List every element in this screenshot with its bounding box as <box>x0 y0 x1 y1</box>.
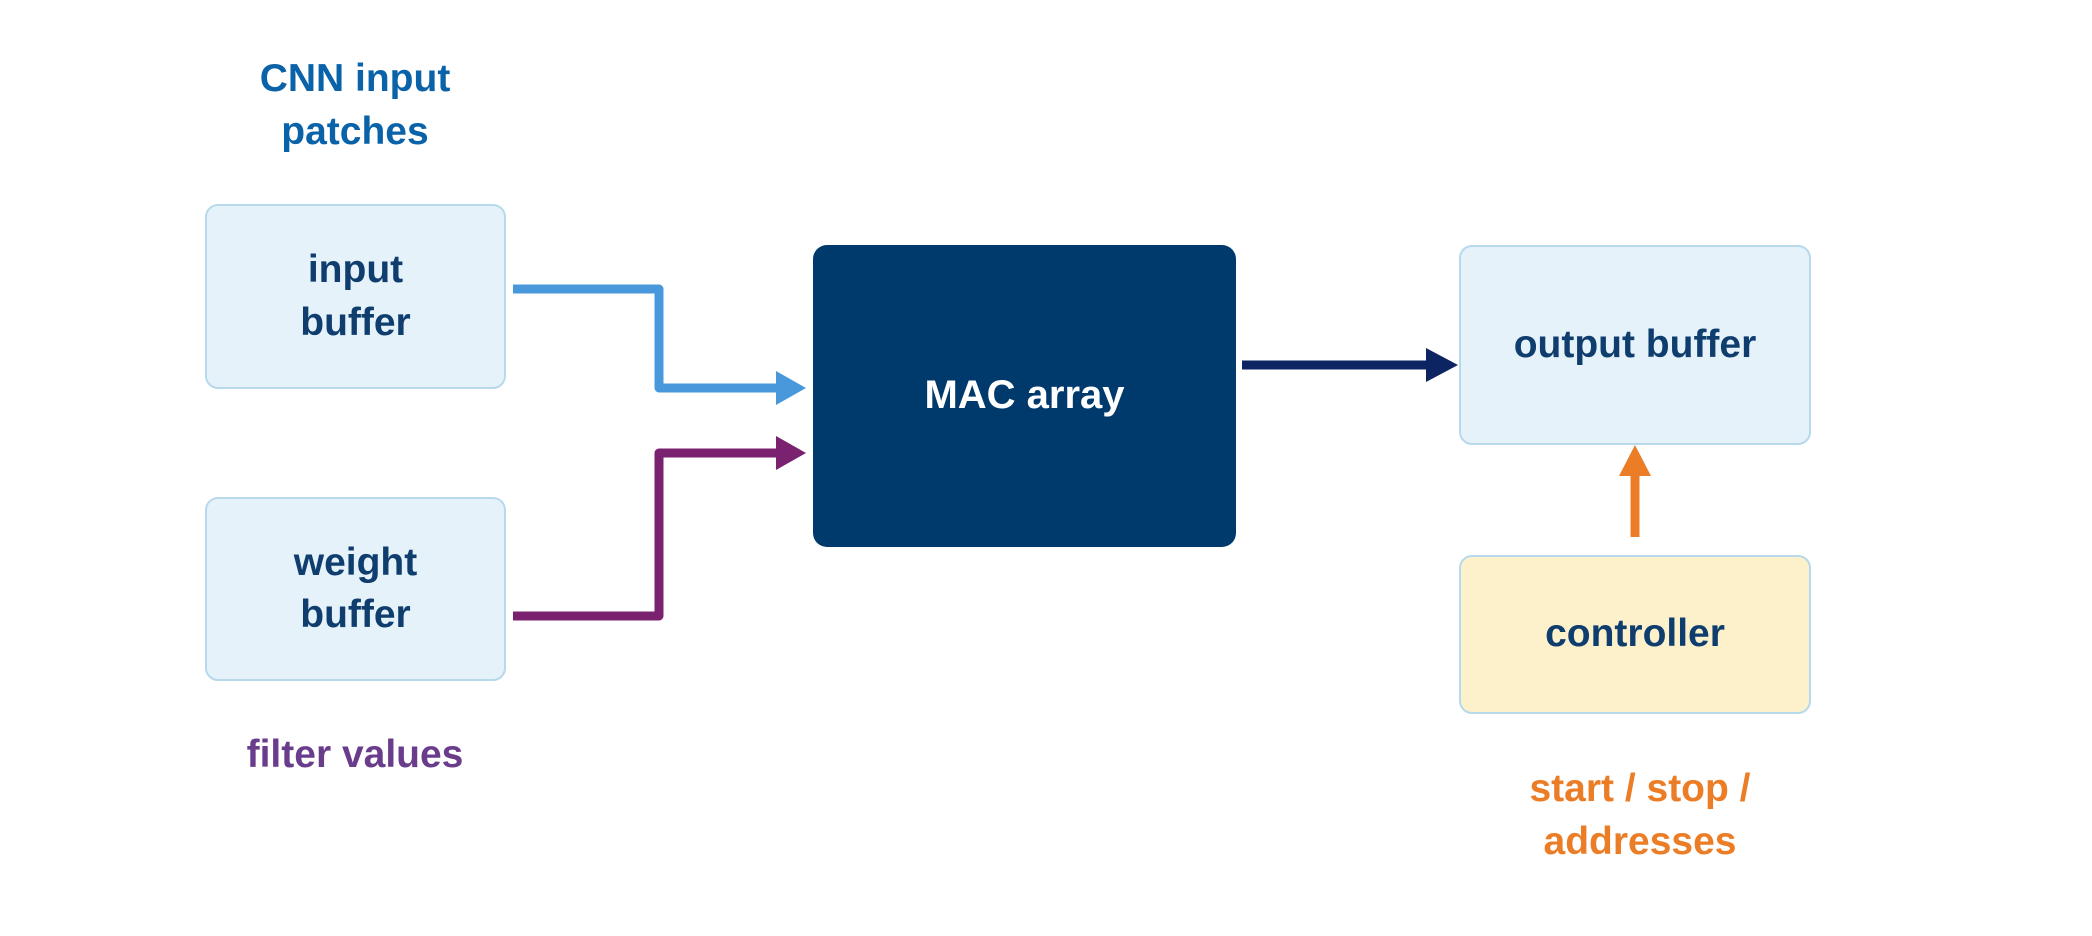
weight-to-mac-arrow <box>513 436 806 621</box>
mac-to-output-arrow <box>1242 348 1458 382</box>
controller-to-output-arrow <box>1619 445 1651 537</box>
control-signals-line-2: addresses <box>1543 820 1737 864</box>
input-to-mac-arrow <box>513 284 806 405</box>
control-signals-label: start / stop / addresses <box>1450 762 1830 868</box>
output-buffer-block: output buffer <box>1459 245 1811 445</box>
input-buffer-label-line-2: buffer <box>300 300 411 344</box>
input-buffer-block: input buffer <box>205 204 506 389</box>
mac-array-block: MAC array <box>813 245 1236 547</box>
filter-values-label: filter values <box>180 728 530 781</box>
cnn-input-label-line-2: patches <box>281 110 429 154</box>
mac-array-label: MAC array <box>924 373 1125 418</box>
weight-buffer-label-line-2: buffer <box>300 593 411 636</box>
cnn-input-patches-label: CNN input patches <box>205 52 505 158</box>
control-signals-line-1: start / stop / <box>1529 767 1751 810</box>
filter-values-text: filter values <box>246 733 464 776</box>
controller-label: controller <box>1545 612 1725 656</box>
weight-buffer-label-line-1: weight <box>293 540 418 584</box>
output-buffer-label: output buffer <box>1513 322 1757 366</box>
input-buffer-label-line-1: input <box>307 248 404 292</box>
cnn-input-label-line-1: CNN input <box>259 57 451 100</box>
weight-buffer-block: weight buffer <box>205 497 506 681</box>
controller-block: controller <box>1459 555 1811 714</box>
